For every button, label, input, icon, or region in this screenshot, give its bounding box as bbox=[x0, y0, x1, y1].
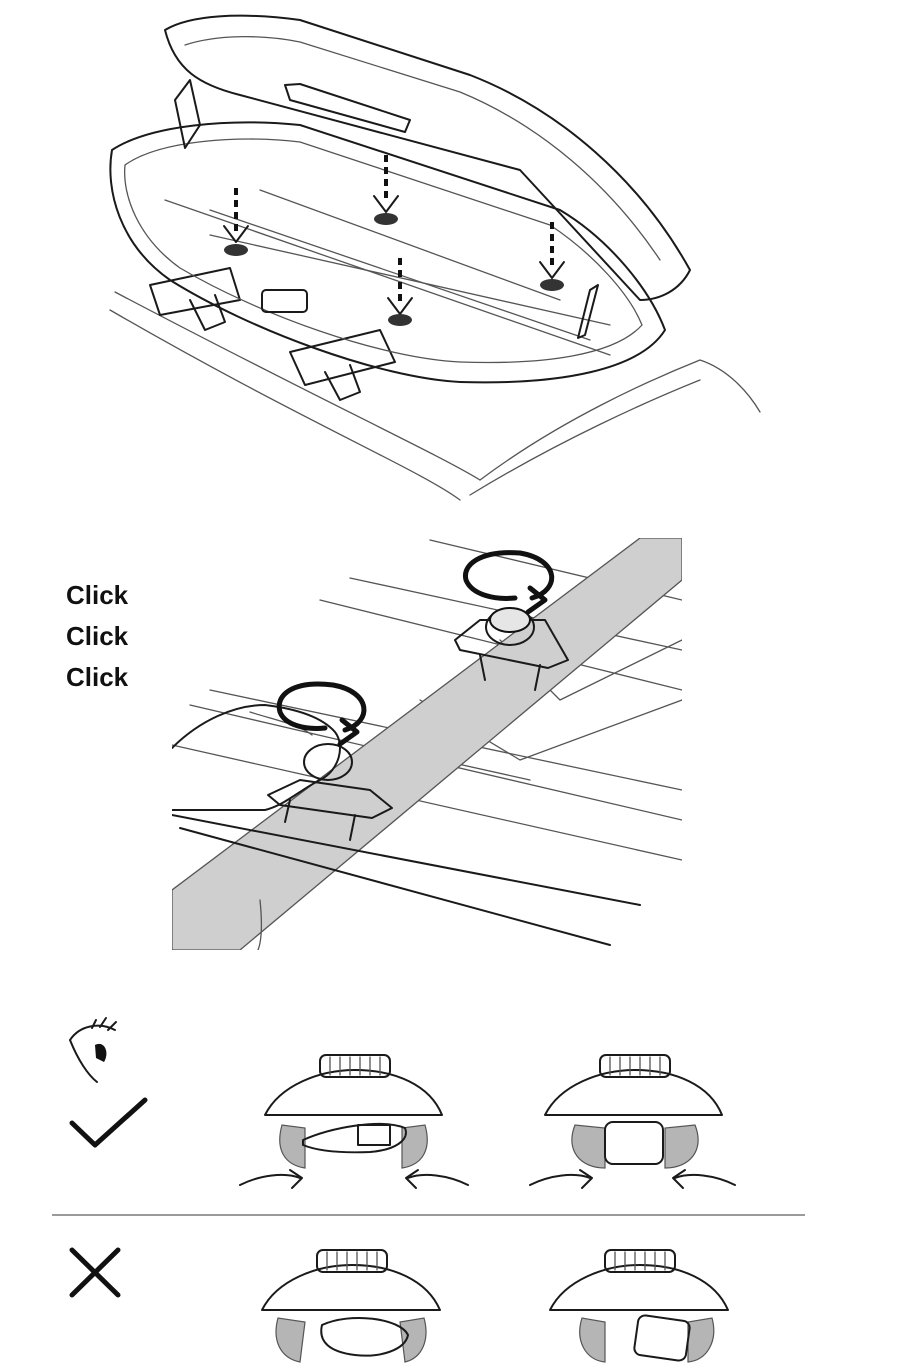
tightening-illustration bbox=[172, 538, 682, 950]
clamp-incorrect-1 bbox=[261, 1249, 441, 1363]
click-label: Click bbox=[66, 662, 129, 692]
knob-arrow-3 bbox=[539, 222, 565, 291]
roof-box-illustration bbox=[109, 14, 761, 501]
rotate-clockwise-icon bbox=[276, 681, 367, 733]
knob-icon bbox=[224, 244, 248, 256]
knob-icon bbox=[374, 213, 398, 225]
knob-arrow-1 bbox=[223, 188, 249, 256]
clamp-correct-2 bbox=[529, 1054, 736, 1189]
knob-arrow-4 bbox=[387, 258, 413, 326]
clamp-incorrect-2 bbox=[549, 1249, 729, 1363]
incorrect-fit-pair bbox=[261, 1249, 729, 1363]
correct-fit-pair bbox=[239, 1054, 736, 1189]
click-label: Click bbox=[66, 621, 129, 651]
knob-icon bbox=[388, 314, 412, 326]
click-sequence: Click Click Click bbox=[66, 580, 128, 693]
knob-icon bbox=[540, 279, 564, 291]
clamp-correct-1 bbox=[239, 1054, 469, 1189]
rotate-clockwise-icon bbox=[462, 550, 554, 601]
checkmark-icon bbox=[69, 1097, 148, 1148]
cross-icon bbox=[69, 1247, 121, 1298]
eye-icon bbox=[69, 1017, 117, 1083]
click-label: Click bbox=[66, 580, 129, 610]
knob-arrow-2 bbox=[373, 155, 399, 225]
